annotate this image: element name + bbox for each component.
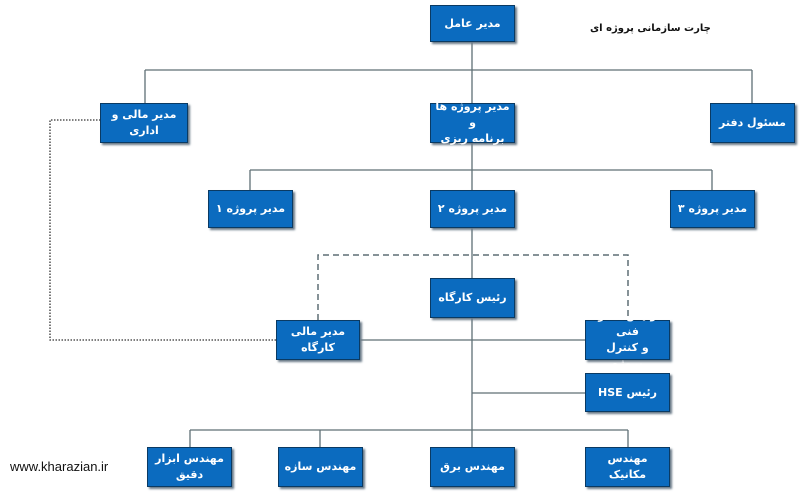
node-pm2[interactable]: مدیر پروژه ۲ [430,190,515,228]
line [249,143,713,278]
node-office[interactable]: مسئول دفتر [710,103,795,143]
dotted-line [49,119,276,341]
node-pm1[interactable]: مدیر پروژه ۱ [208,190,293,228]
dashed-line [317,254,629,320]
node-mechanical-eng[interactable]: مهندس مکانیک [585,447,670,487]
node-electrical-eng[interactable]: مهندس برق [430,447,515,487]
node-structural-eng[interactable]: مهندس سازه [278,447,363,487]
node-site-head[interactable]: رئیس کارگاه [430,278,515,318]
node-site-finance[interactable]: مدیر مالی کارگاه [276,320,360,360]
node-finance-admin[interactable]: مدیر مالی و اداری [100,103,188,143]
chart-title: چارت سازمانی پروژه ای [590,23,711,34]
line [189,318,629,447]
node-hse[interactable]: رئیس HSE [585,373,670,412]
node-ceo[interactable]: مدیر عامل [430,5,515,42]
node-pm3[interactable]: مدیر پروژه ۳ [670,190,755,228]
node-instrument-eng[interactable]: مهندس ابزار دقیق [147,447,232,487]
line [144,42,753,103]
website-link[interactable]: www.kharazian.ir [10,459,109,474]
node-projects-planning[interactable]: مدیر پروژه ها و برنامه ریزی [430,100,515,145]
node-tech-office[interactable]: رئیس دفتر فنی و کنترل پروژه [585,309,670,370]
